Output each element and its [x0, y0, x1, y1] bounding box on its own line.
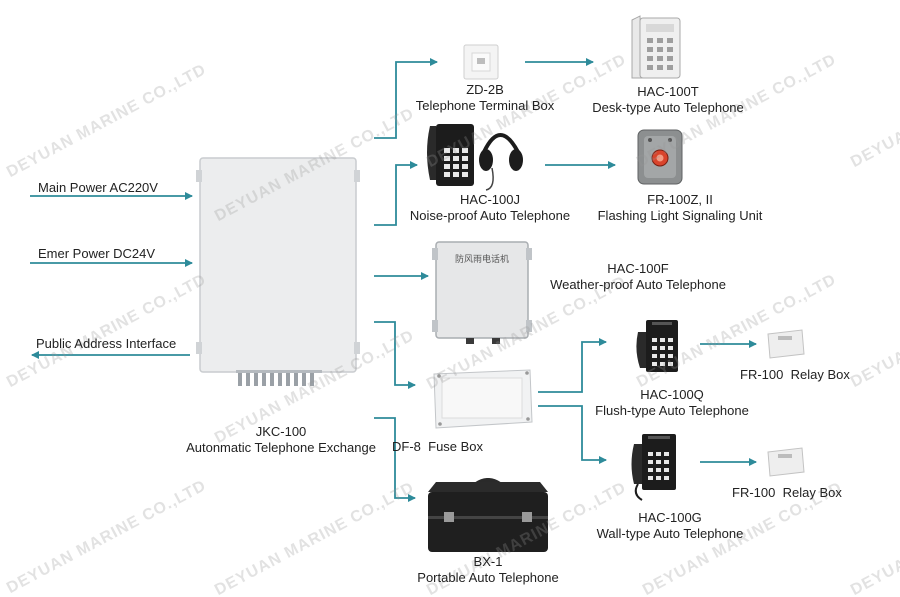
wire-wall-phone	[538, 405, 607, 464]
wire-terminal-box	[374, 58, 438, 139]
weather-proof-phone-icon: 防风雨电话机	[432, 241, 532, 344]
relay-box-2-name: Relay Box	[782, 485, 842, 500]
exchange-label: JKC-100 Autonmatic Telephone Exchange	[176, 424, 386, 456]
portable-phone-model: BX-1	[473, 554, 503, 569]
relay-box-1-model: FR-100	[740, 367, 784, 382]
terminal-box-model: ZD-2B	[466, 82, 504, 97]
relay-box-1-name: Relay Box	[790, 367, 850, 382]
portable-case-icon	[428, 478, 548, 552]
wall-phone-name: Wall-type Auto Telephone	[596, 526, 744, 541]
flash-unit-name: Flashing Light Signaling Unit	[597, 208, 763, 223]
wall-phone-icon	[631, 434, 676, 501]
desk-phone-model: HAC-100T	[637, 84, 699, 99]
desk-phone-label: HAC-100T Desk-type Auto Telephone	[578, 84, 758, 116]
fuse-box-icon	[433, 369, 533, 429]
terminal-box-name: Telephone Terminal Box	[415, 98, 555, 113]
flashing-light-icon	[637, 129, 683, 185]
desk-phone-icon	[631, 15, 681, 79]
fuse-box-name: Fuse Box	[428, 439, 484, 454]
noise-phone-name: Noise-proof Auto Telephone	[409, 208, 571, 223]
weather-phone-model: HAC-100F	[607, 261, 669, 276]
portable-phone-label: BX-1 Portable Auto Telephone	[400, 554, 576, 586]
exchange-model: JKC-100	[255, 424, 307, 439]
main-power-label: Main Power AC220V	[38, 180, 158, 195]
flush-phone-label: HAC-100Q Flush-type Auto Telephone	[584, 387, 760, 419]
wire-flush-phone	[538, 338, 607, 393]
relay-box-icon	[767, 329, 805, 359]
noise-phone-model: HAC-100J	[460, 192, 520, 207]
exchange-name: Autonmatic Telephone Exchange	[186, 440, 376, 455]
wall-phone-model: HAC-100G	[638, 510, 702, 525]
public-address-label: Public Address Interface	[36, 336, 177, 351]
weather-phone-name: Weather-proof Auto Telephone	[550, 277, 726, 292]
emer-power-label: Emer Power DC24V	[38, 246, 156, 261]
relay-box-1-label: FR-100 Relay Box	[740, 367, 850, 383]
exchange-cabinet-icon	[196, 157, 360, 386]
flash-unit-model: FR-100Z, II	[647, 192, 713, 207]
noise-phone-label: HAC-100J Noise-proof Auto Telephone	[392, 192, 588, 224]
desk-phone-name: Desk-type Auto Telephone	[592, 100, 744, 115]
weather-phone-label: HAC-100F Weather-proof Auto Telephone	[538, 261, 738, 293]
fuse-box-model: DF-8	[392, 439, 421, 454]
weather-phone-panel-text: 防风雨电话机	[455, 253, 509, 265]
flash-unit-label: FR-100Z, II Flashing Light Signaling Uni…	[580, 192, 780, 224]
wire-fuse-box	[374, 321, 416, 389]
relay-box-icon	[767, 447, 805, 477]
fuse-box-label: DF-8 Fuse Box	[392, 439, 483, 455]
relay-box-2-label: FR-100 Relay Box	[732, 485, 842, 501]
noise-proof-phone-icon	[427, 124, 523, 191]
terminal-box-icon	[463, 44, 499, 80]
flush-phone-model: HAC-100Q	[640, 387, 704, 402]
wire-noise-phone	[374, 161, 418, 226]
wire-portable	[374, 417, 416, 502]
terminal-box-label: ZD-2B Telephone Terminal Box	[400, 82, 570, 114]
relay-box-2-model: FR-100	[732, 485, 776, 500]
portable-phone-name: Portable Auto Telephone	[417, 570, 559, 585]
flush-phone-icon	[636, 320, 678, 372]
wall-phone-label: HAC-100G Wall-type Auto Telephone	[580, 510, 760, 542]
flush-phone-name: Flush-type Auto Telephone	[595, 403, 749, 418]
